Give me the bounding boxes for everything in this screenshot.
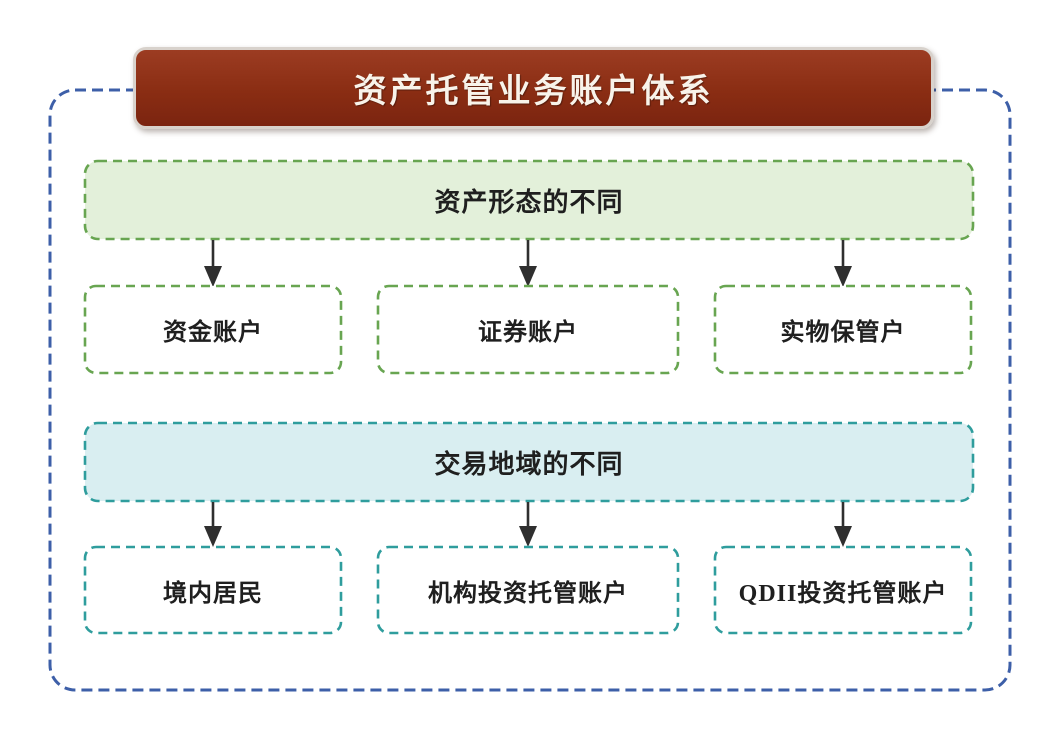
label-domestic-residents: 境内居民 (163, 580, 263, 607)
box-securities-account (376, 284, 680, 375)
box-institutional-custody-account (376, 545, 680, 635)
box-domestic-residents (83, 545, 343, 635)
box-physical-custody-account (713, 284, 973, 375)
section-asset-form-box (83, 159, 975, 241)
arrow-asset-form-3 (834, 240, 852, 287)
label-fund-account: 资金账户 (163, 320, 263, 346)
arrow-trading-region-1 (204, 502, 222, 547)
arrow-asset-form-2 (519, 240, 537, 287)
label-qdii-custody-account: QDII投资托管账户 (738, 580, 948, 607)
diagram-title: 资产托管业务账户体系 (353, 74, 714, 110)
box-qdii-custody-account (713, 545, 973, 635)
section-asset-form-header: 资产形态的不同 (434, 187, 624, 217)
section-trading-region-box (83, 421, 975, 503)
label-institutional-custody-account: 机构投资托管账户 (428, 580, 628, 607)
label-physical-custody-account: 实物保管户 (780, 320, 906, 346)
label-securities-account: 证券账户 (478, 320, 578, 346)
arrow-trading-region-2 (519, 502, 537, 547)
arrow-asset-form-1 (204, 240, 222, 287)
box-fund-account (83, 284, 343, 375)
arrow-trading-region-3 (834, 502, 852, 547)
section-trading-region-header: 交易地域的不同 (434, 449, 624, 479)
diagram-title-box: 资产托管业务账户体系 (133, 47, 934, 129)
outer-dashed-frame (48, 88, 1012, 692)
